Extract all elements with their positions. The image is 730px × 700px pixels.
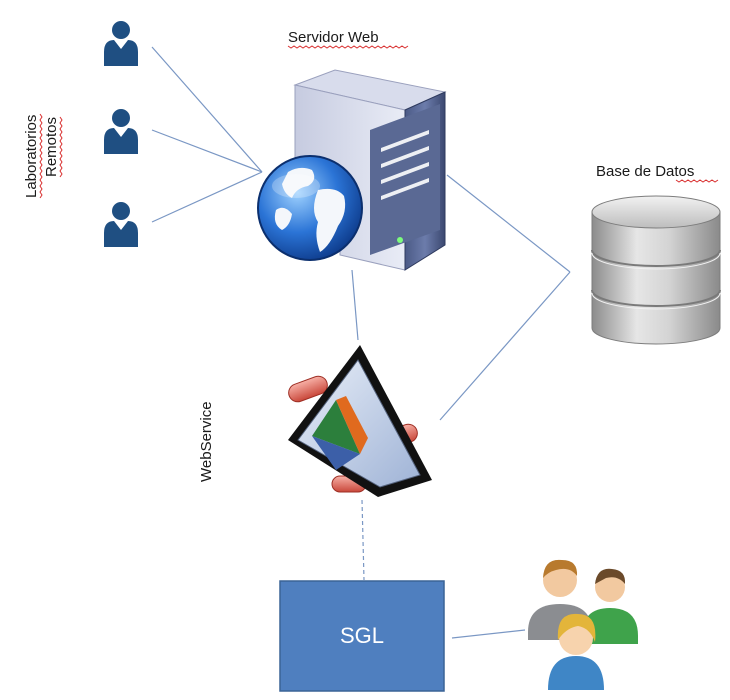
remote-labs-label-line1: Laboratorios bbox=[23, 115, 40, 198]
spellcheck-underline-servidor bbox=[287, 45, 409, 49]
sgl-label: SGL bbox=[340, 623, 384, 648]
spellcheck-underline-laboratorios bbox=[39, 113, 43, 199]
connection-lines bbox=[151, 46, 571, 639]
webservice-label: WebService bbox=[198, 401, 215, 482]
database-label: Base de Datos bbox=[596, 163, 694, 180]
webservice-prism-icon bbox=[288, 345, 432, 497]
globe-icon bbox=[257, 155, 363, 261]
remote-user-2-icon bbox=[104, 109, 138, 154]
remote-user-1-icon bbox=[104, 21, 138, 66]
link-webservice-database bbox=[439, 271, 571, 421]
link-user-3-server bbox=[151, 171, 263, 223]
spellcheck-underline-datos bbox=[675, 179, 719, 183]
link-user-1-server bbox=[151, 46, 263, 173]
link-user-2-server bbox=[151, 129, 263, 173]
link-server-webservice bbox=[351, 269, 359, 341]
remote-user-3-icon bbox=[104, 202, 138, 247]
link-webservice-sgl bbox=[361, 499, 365, 581]
link-sgl-users bbox=[451, 629, 526, 639]
remote-labs-label-line2: Remotos bbox=[43, 117, 60, 177]
web-server-label: Servidor Web bbox=[288, 29, 379, 46]
user-group-icon bbox=[528, 559, 638, 690]
database-cylinder-icon bbox=[591, 195, 721, 345]
link-server-database bbox=[446, 174, 571, 273]
spellcheck-underline-remotos bbox=[59, 116, 63, 178]
sgl-box: SGL bbox=[279, 580, 445, 692]
